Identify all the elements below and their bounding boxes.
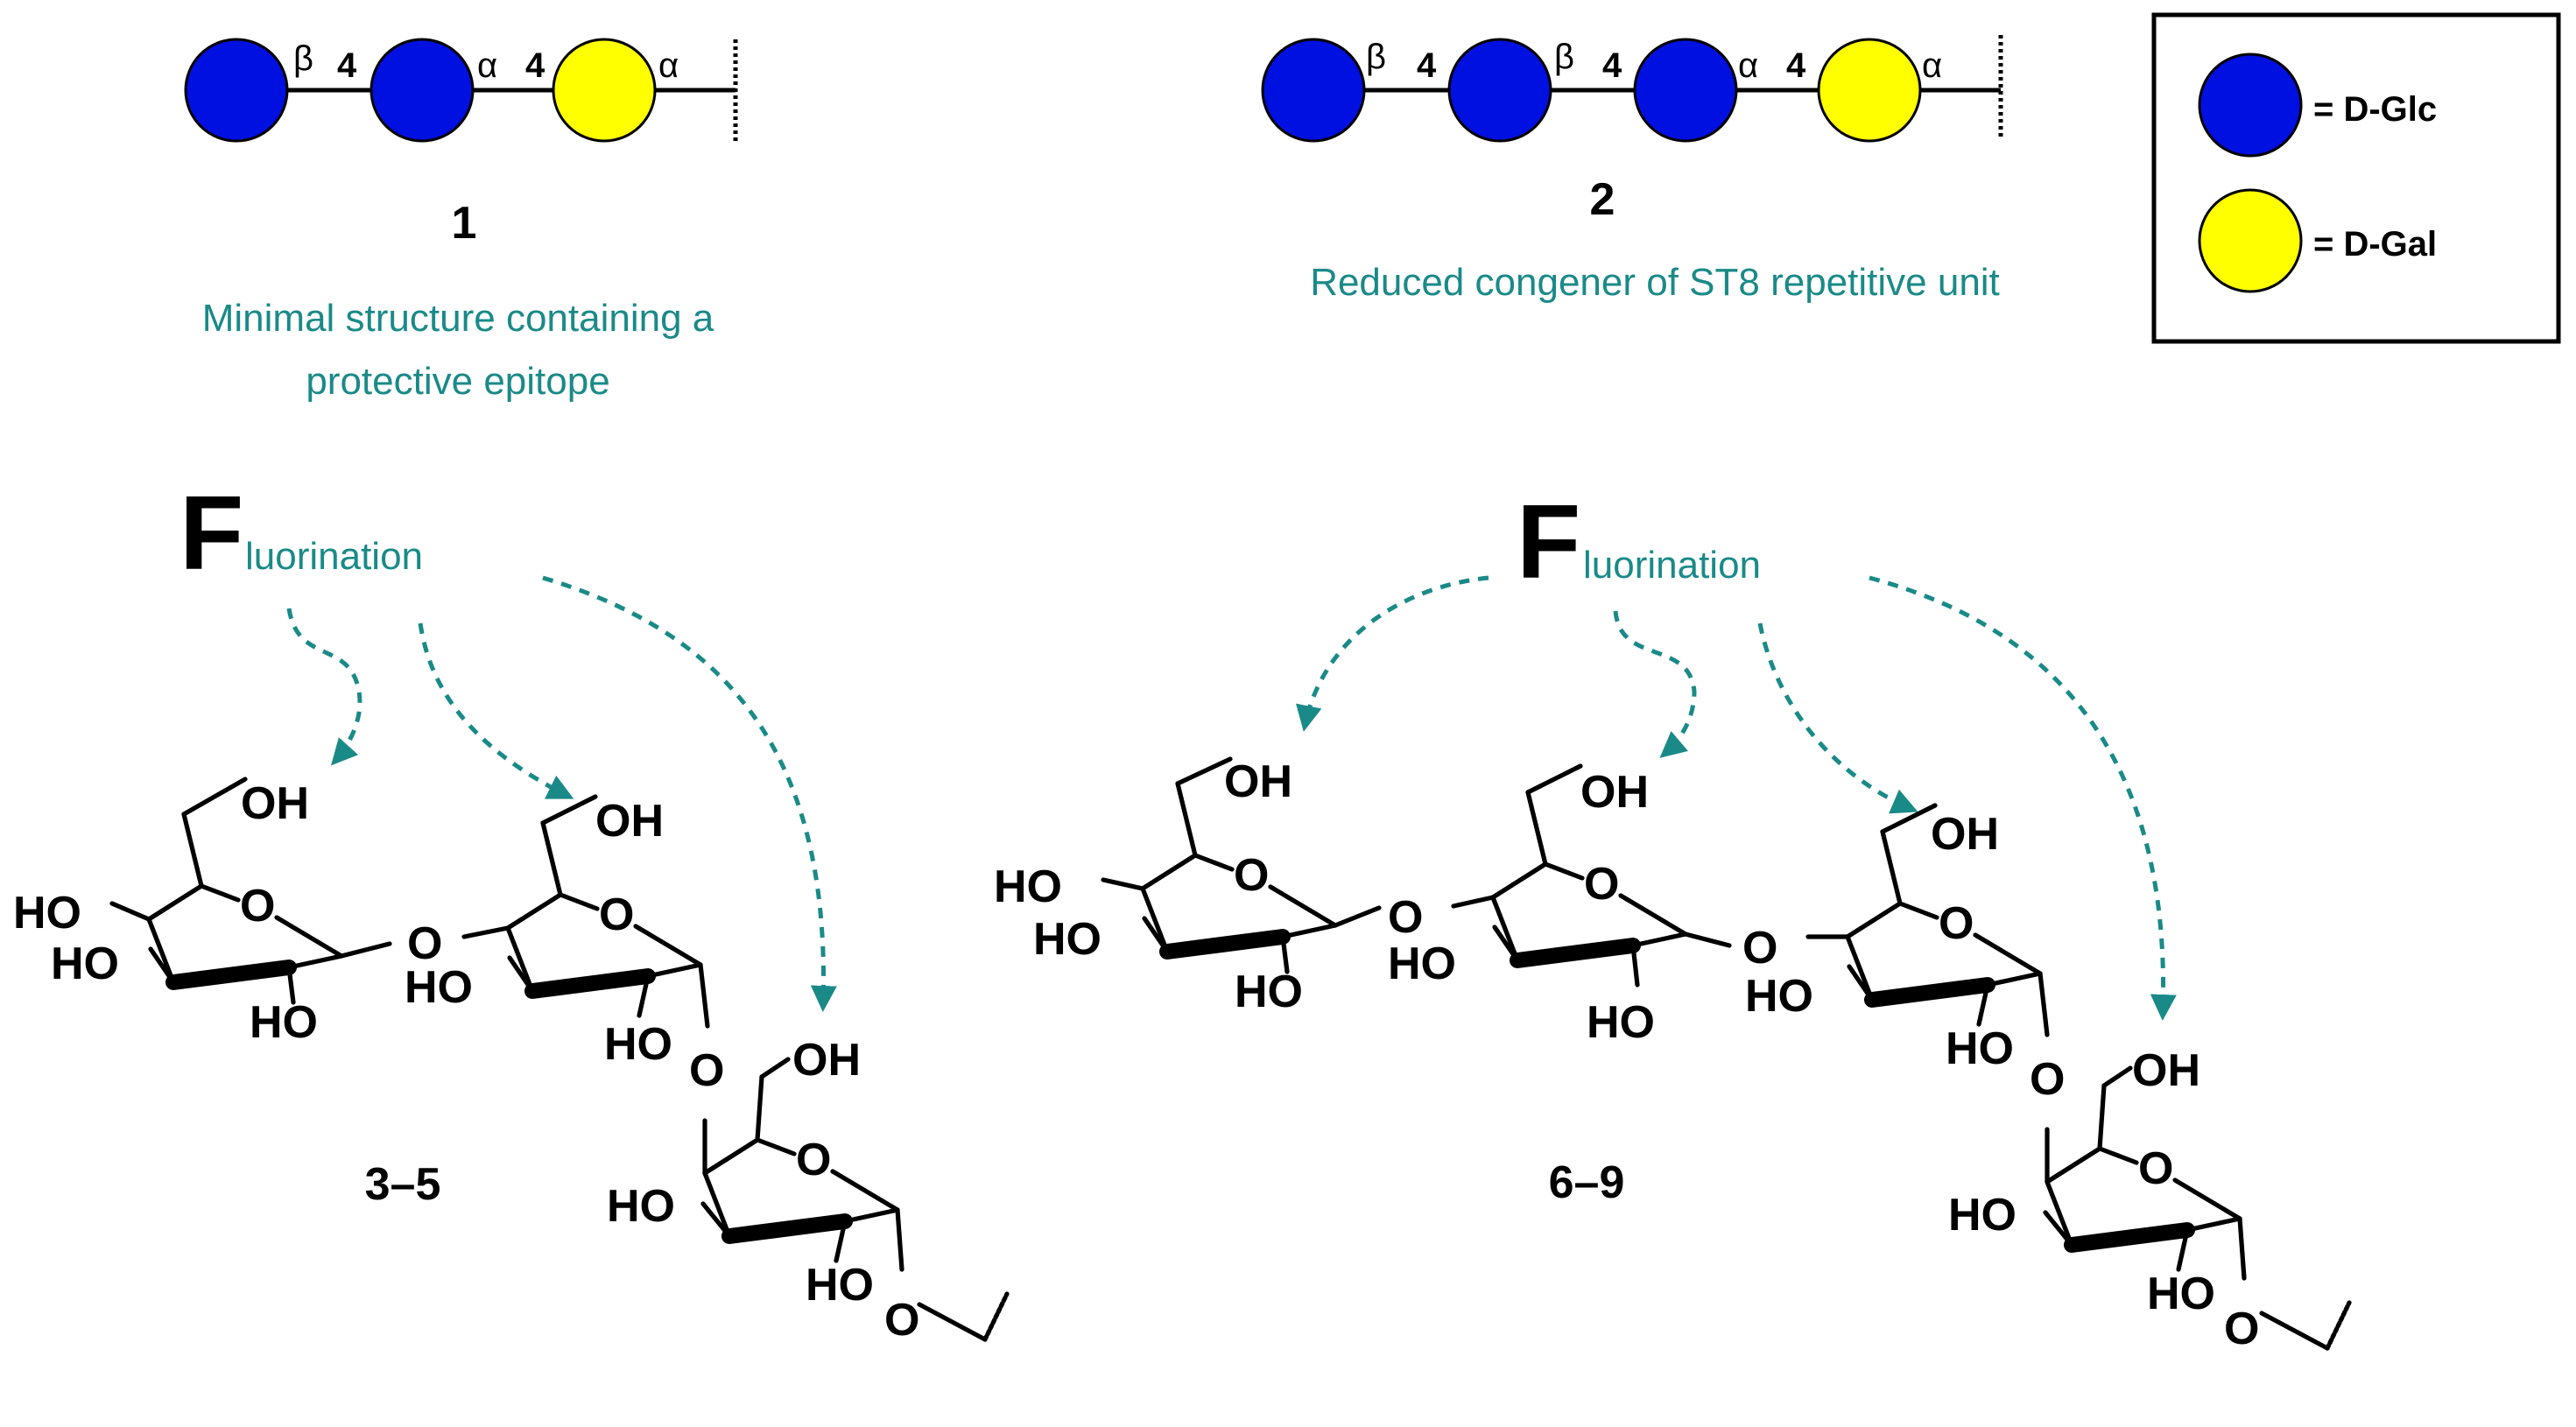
arrow <box>418 622 574 799</box>
galactose-ring: O <box>703 1057 988 1342</box>
caption-line: Minimal structure containing a <box>202 297 714 340</box>
compound-label-3-5: 3–5 <box>365 1159 441 1210</box>
legend-box <box>2151 12 2561 344</box>
legend-gal-label: = D-Gal <box>2313 225 2437 264</box>
glucose-ring: O <box>1101 756 1382 974</box>
link-beta: β <box>293 39 313 78</box>
glycosidic-oxygen: O <box>407 918 442 969</box>
hydroxyl-label: HO <box>2147 1269 2215 1319</box>
hydroxyl-label: HO <box>1948 1190 2016 1241</box>
arrow <box>1296 575 1489 732</box>
anomeric-oxygen: O <box>884 1295 919 1346</box>
glucose-ring: O <box>461 794 710 1029</box>
link-alpha: α <box>658 46 679 85</box>
hydroxyl-label: OH <box>2132 1045 2200 1096</box>
glc-symbol <box>370 38 475 143</box>
hydroxyl-label: OH <box>241 778 309 829</box>
ring-oxygen: O <box>1584 859 1619 910</box>
compound-label-1: 1 <box>452 198 477 249</box>
gal-symbol <box>552 38 657 143</box>
link-position: 4 <box>1417 46 1437 85</box>
glycosidic-oxygen: O <box>2030 1054 2065 1105</box>
glycosidic-oxygen: O <box>1742 923 1777 974</box>
hydroxyl-label: HO <box>1388 938 1456 989</box>
compound-label-6-9: 6–9 <box>1549 1157 1625 1208</box>
glc-symbol <box>1633 38 1738 143</box>
link-position: 4 <box>1602 46 1622 85</box>
legend-gal-symbol <box>2198 188 2303 293</box>
caption-line: protective epitope <box>306 360 609 403</box>
ring-oxygen: O <box>599 889 634 940</box>
link-beta: β <box>1554 38 1574 76</box>
hydroxyl-label: HO <box>994 861 1062 912</box>
structure-3-5: O OH HO HO HO O O OH HO HO O <box>13 777 1010 1346</box>
glycosidic-oxygen: O <box>1388 892 1423 943</box>
symbol-structure-1: β 4 α 4 α 1 Minimal structure containing… <box>184 38 738 403</box>
hydroxyl-label: HO <box>1946 1023 2014 1074</box>
glc-symbol <box>1447 38 1552 143</box>
glc-symbol <box>184 38 289 143</box>
hydroxyl-label: HO <box>13 888 81 938</box>
link-position: 4 <box>1786 46 1806 85</box>
hydroxyl-label: OH <box>792 1035 861 1086</box>
legend-glc-symbol <box>2198 53 2303 158</box>
hydroxyl-label: HO <box>51 938 119 989</box>
symbol-structure-2: β 4 β 4 α 4 α 2 Reduced congener of ST8 … <box>1261 35 2003 304</box>
arrow <box>1613 610 1697 758</box>
legend: = D-Glc = D-Gal <box>2151 12 2561 344</box>
ring-oxygen: O <box>2138 1143 2173 1194</box>
fluorination-big-letter: F <box>179 474 243 592</box>
glc-symbol <box>1261 38 1366 143</box>
ring-oxygen: O <box>796 1135 831 1185</box>
hydroxyl-label: HO <box>806 1260 874 1311</box>
fluorination-text: luorination <box>1583 544 1761 587</box>
anchor-wavy-line <box>2325 1300 2352 1351</box>
link-alpha: α <box>1922 46 1942 85</box>
structure-6-9: O OH HO HO HO O O OH HO HO O <box>994 756 2352 1354</box>
fluorination-text: luorination <box>245 535 423 578</box>
arrow <box>286 608 362 766</box>
link-position: 4 <box>337 46 357 85</box>
hydroxyl-label: OH <box>1580 767 1649 818</box>
ring-oxygen: O <box>240 881 275 931</box>
link-position: 4 <box>525 46 545 85</box>
arrow <box>1869 575 2177 1021</box>
link-beta: β <box>1366 38 1386 76</box>
hydroxyl-label: HO <box>1587 997 1655 1048</box>
link-alpha: α <box>477 46 497 85</box>
hydroxyl-label: HO <box>250 997 318 1048</box>
link-alpha: α <box>1738 46 1758 85</box>
glycosidic-oxygen: O <box>689 1045 724 1096</box>
gal-symbol <box>1817 38 1922 143</box>
anomeric-oxygen: O <box>2224 1304 2259 1354</box>
hydroxyl-label: HO <box>405 962 473 1013</box>
arrow <box>1757 622 1918 814</box>
galactose-ring: O <box>2045 1065 2330 1351</box>
hydroxyl-label: OH <box>1224 756 1292 807</box>
hydroxyl-label: HO <box>1235 967 1303 1017</box>
arrow <box>542 575 837 1012</box>
glucose-ring: O <box>1451 763 1732 988</box>
hydroxyl-label: HO <box>1033 914 1101 965</box>
hydroxyl-label: HO <box>607 1181 675 1232</box>
anchor-wavy-line <box>982 1291 1010 1342</box>
glucose-ring: O <box>109 777 392 1005</box>
fluorination-big-letter: F <box>1517 483 1580 601</box>
ring-oxygen: O <box>1939 898 1974 949</box>
hydroxyl-label: HO <box>604 1019 672 1070</box>
hydroxyl-label: OH <box>595 796 664 847</box>
hydroxyl-label: OH <box>1931 809 1999 860</box>
hydroxyl-label: HO <box>1745 971 1813 1022</box>
caption-line: Reduced congener of ST8 repetitive unit <box>1310 261 2000 304</box>
compound-label-2: 2 <box>1590 174 1615 225</box>
glucose-ring: O <box>1805 803 2050 1037</box>
legend-glc-label: = D-Glc <box>2313 90 2437 129</box>
fluorination-left: F luorination <box>179 474 837 1012</box>
fluorination-right: F luorination <box>1296 483 2177 1021</box>
ring-oxygen: O <box>1234 850 1269 901</box>
